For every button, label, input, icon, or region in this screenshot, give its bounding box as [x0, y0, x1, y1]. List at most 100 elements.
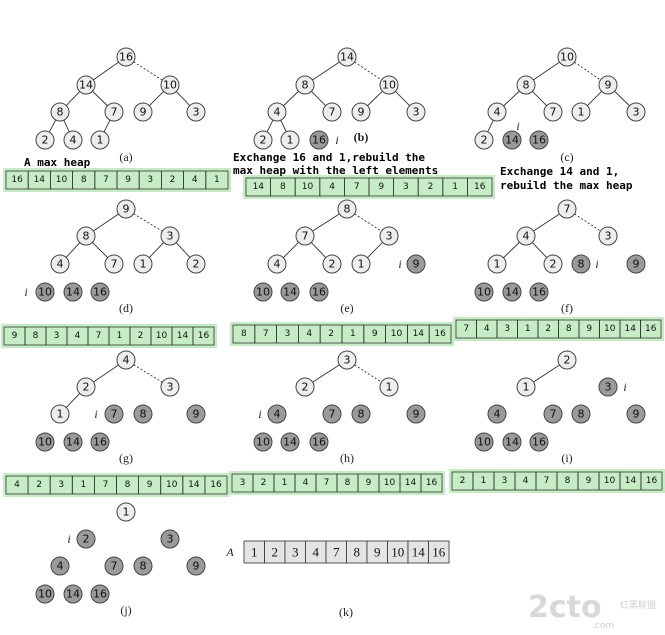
heap-node [133, 102, 153, 122]
array-cell-value: 2 [428, 182, 434, 192]
heap-node-value: 10 [382, 79, 396, 92]
heap-node [598, 226, 618, 246]
array-cell [640, 471, 663, 491]
array-cell-value: 14 [188, 480, 200, 490]
heap-node [186, 556, 206, 576]
tree-edge [175, 242, 191, 258]
heap-node [487, 404, 507, 424]
tree-edge [63, 119, 70, 133]
heap-node-value: 16 [312, 286, 326, 299]
array-cell-value: 8 [125, 480, 131, 490]
heap-node [322, 404, 342, 424]
array-cell-value: 10 [604, 324, 616, 334]
heap-node-value: 7 [329, 106, 336, 119]
heap-node-value: 10 [38, 436, 52, 449]
heap-node-value: 3 [344, 354, 351, 367]
heap-node [90, 584, 110, 604]
heap-node-value: 9 [358, 106, 365, 119]
heap-node [516, 75, 536, 95]
array-cell-value: 4 [192, 175, 198, 185]
note-exchange-14-line1: Exchange 14 and 1, [500, 165, 619, 178]
panel-label: (j) [120, 603, 131, 617]
heap-node [474, 282, 494, 302]
panel-label: (g) [119, 451, 133, 465]
tree-edge [149, 91, 164, 106]
tree-edge [312, 61, 340, 81]
tree-edge [574, 61, 601, 81]
array-cell [466, 177, 493, 197]
heap-node-value: 8 [578, 408, 585, 421]
heap-node-value: 4 [274, 408, 281, 421]
array-cell-value: 7 [96, 331, 102, 341]
heap-node [322, 102, 342, 122]
tree-edge [503, 90, 520, 107]
heap-node [76, 226, 96, 246]
heap-node-value: 1 [140, 258, 147, 271]
heap-node [186, 254, 206, 274]
array-cell-value: 16 [646, 476, 658, 486]
array-cell-value: 1 [80, 480, 86, 490]
tree-edge [92, 90, 108, 107]
heap-node-value: 14 [505, 286, 519, 299]
heap-node-value: 14 [505, 134, 519, 147]
heap-node-value: 8 [578, 258, 585, 271]
array-cell-value: 14 [625, 476, 637, 486]
array-cell-value: 8 [33, 331, 39, 341]
heap-node-value: 7 [550, 408, 557, 421]
heap-node-value: 1 [578, 106, 585, 119]
tree-edge [367, 242, 383, 258]
array-cell-value: 7 [324, 478, 330, 488]
panel-label: (i) [561, 451, 572, 465]
heap-node-value: 8 [358, 408, 365, 421]
heap-node [543, 254, 563, 274]
heap-node-value: 2 [564, 354, 571, 367]
heap-node [63, 282, 83, 302]
heap-node [626, 254, 646, 274]
heap-node-value: 14 [79, 79, 93, 92]
array-cell-value: 3 [54, 331, 60, 341]
array-cell-value: 7 [103, 175, 109, 185]
heap-node [116, 199, 136, 219]
heap-node-value: 1 [123, 506, 130, 519]
array-cell-value: 4 [306, 329, 312, 339]
heap-node [267, 404, 287, 424]
heap-node-value: 3 [605, 381, 612, 394]
heap-node [280, 432, 300, 452]
array-cell-value: 2 [545, 324, 551, 334]
tree-edge [533, 364, 560, 383]
heap-node-value: 16 [532, 436, 546, 449]
heap-node-value: 2 [260, 134, 267, 147]
heap-node [76, 75, 96, 95]
array-cell-value: 1 [282, 478, 288, 488]
array-cell [420, 473, 443, 493]
heap-node-value: 10 [38, 286, 52, 299]
heap-node-value: 7 [564, 203, 571, 216]
heap-node-value: 10 [38, 588, 52, 601]
heap-node [35, 584, 55, 604]
array-cell-value: 9 [372, 329, 378, 339]
array-cell-value: 7 [463, 324, 469, 334]
heap-node-value: 1 [358, 258, 365, 271]
array-cell-value: 9 [12, 331, 18, 341]
heap-node [104, 254, 124, 274]
tree-edge [93, 213, 119, 232]
array-cell-value: 9 [147, 480, 153, 490]
tree-edge [531, 242, 548, 258]
heap-node-value: 8 [83, 230, 90, 243]
heap-node [253, 130, 273, 150]
array-cell-value: 14 [177, 331, 189, 341]
heap-node-value: 4 [57, 560, 64, 573]
heap-node [529, 282, 549, 302]
heap-node [160, 377, 180, 397]
array-cell-value: 8 [345, 478, 351, 488]
array-cell-value: 10 [391, 329, 403, 339]
heap-node-value: 9 [413, 258, 420, 271]
tree-edge [310, 242, 327, 258]
heap-node-value: 2 [329, 258, 336, 271]
